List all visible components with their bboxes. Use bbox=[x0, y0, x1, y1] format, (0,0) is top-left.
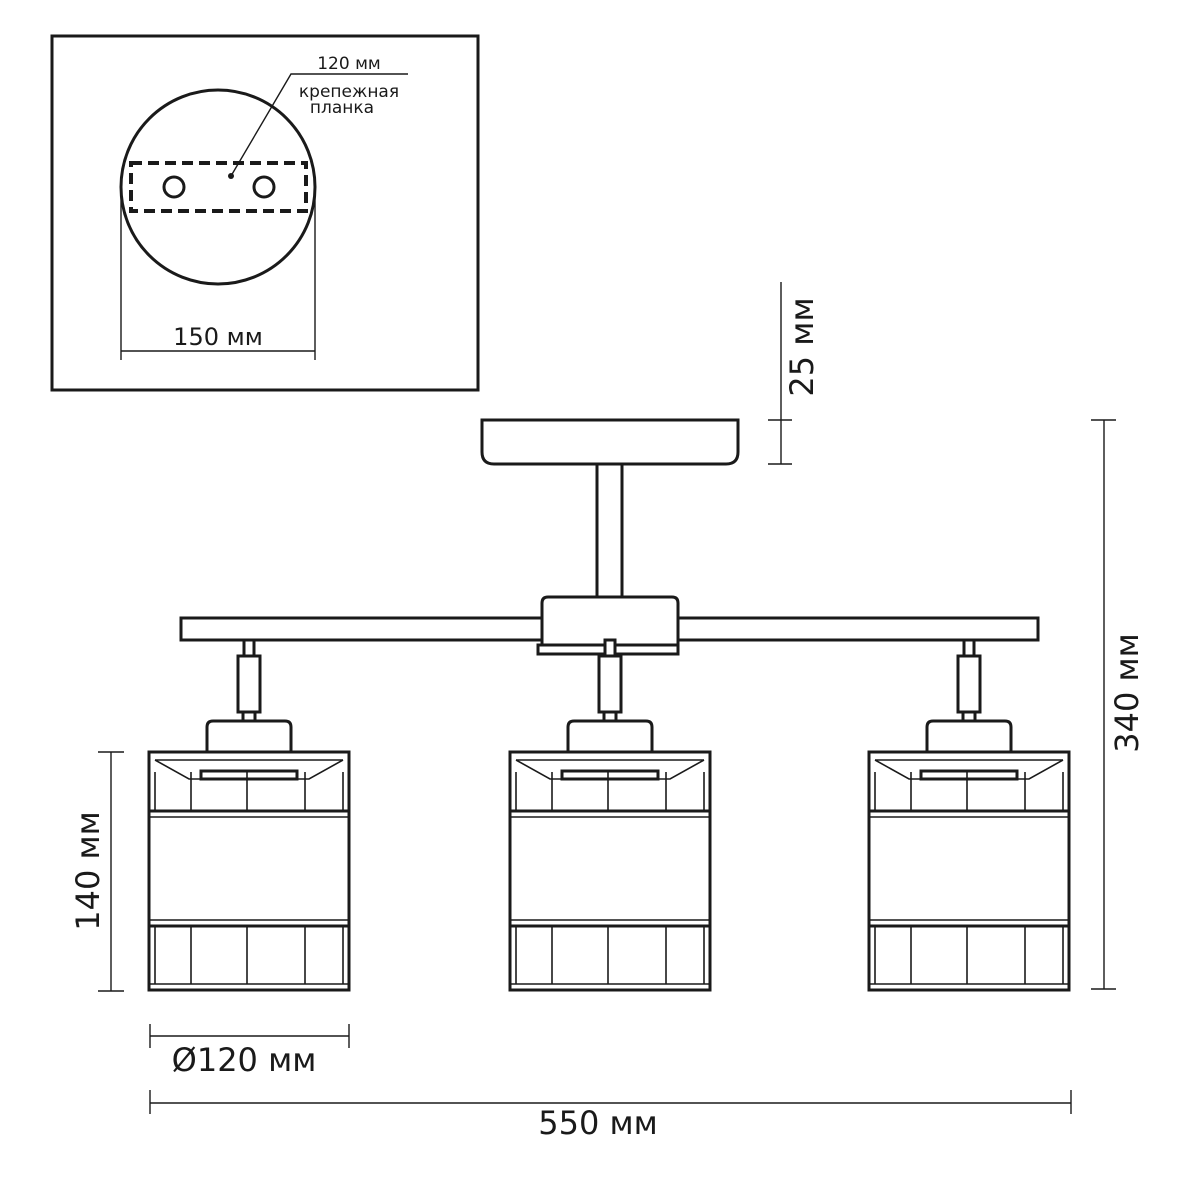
fabric-band bbox=[147, 809, 351, 928]
socket-ring bbox=[199, 769, 299, 781]
swivel-arm bbox=[956, 654, 982, 714]
lamp-head-right bbox=[867, 638, 1071, 992]
center-stem bbox=[595, 462, 624, 600]
lamp-head-left bbox=[147, 638, 351, 992]
dimension-annotations: 25 мм 340 мм 140 мм Ø120 мм 550 мм bbox=[69, 282, 1146, 1142]
mounting-inset: 120 мм крепежная планка 150 мм bbox=[50, 34, 480, 392]
screw-hole-left bbox=[162, 175, 186, 199]
swivel-arm bbox=[597, 654, 623, 714]
plate-name-line-1: крепежная bbox=[299, 82, 399, 102]
shade-diameter-label: Ø120 мм bbox=[172, 1041, 317, 1079]
total-width-label: 550 мм bbox=[538, 1104, 658, 1142]
shade-height-label: 140 мм bbox=[69, 811, 107, 931]
swivel-arm bbox=[236, 654, 262, 714]
plate-leader-line bbox=[230, 73, 408, 177]
canopy-circle bbox=[119, 88, 317, 286]
canopy-diameter-label: 150 мм bbox=[173, 323, 263, 351]
fabric-band bbox=[867, 809, 1071, 928]
center-junction-box bbox=[540, 595, 680, 647]
plate-name-line-2: планка bbox=[310, 98, 374, 118]
total-height-label: 340 мм bbox=[1108, 633, 1146, 753]
inset-frame bbox=[50, 34, 480, 392]
mounting-plate-outline bbox=[129, 161, 308, 213]
ceiling-canopy bbox=[480, 418, 740, 466]
fixture-body bbox=[179, 418, 1040, 656]
swivel-pin bbox=[242, 638, 256, 658]
lamp-heads bbox=[147, 638, 1071, 992]
canopy-height-label: 25 мм bbox=[783, 297, 821, 396]
lamp-head-center bbox=[508, 638, 712, 992]
socket-ring bbox=[560, 769, 660, 781]
swivel-pin bbox=[603, 638, 617, 658]
fabric-band bbox=[508, 809, 712, 928]
plate-length-label: 120 мм bbox=[317, 54, 381, 74]
screw-hole-right bbox=[252, 175, 276, 199]
socket-ring bbox=[919, 769, 1019, 781]
swivel-pin bbox=[962, 638, 976, 658]
